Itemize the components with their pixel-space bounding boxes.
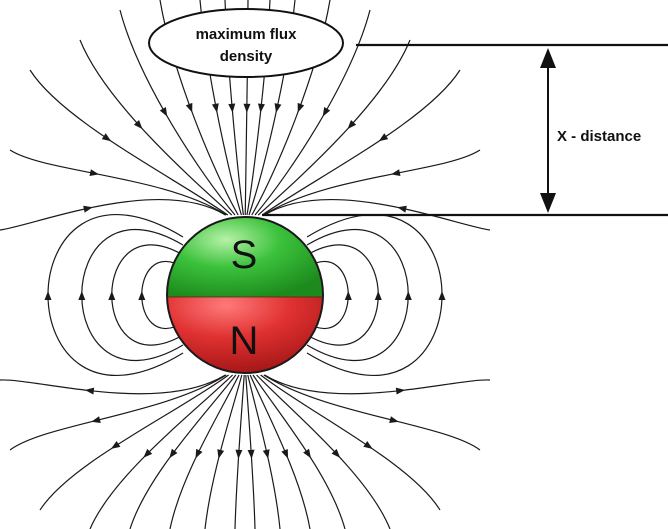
field-line-bottom-7-arrow bbox=[169, 448, 178, 459]
field-line-top-4-arrow bbox=[185, 102, 193, 113]
field-loop-right-3-arrow bbox=[404, 291, 412, 300]
callout-line2: density bbox=[220, 48, 273, 65]
field-line-top-2-arrow bbox=[133, 120, 143, 130]
field-line-bottom-7 bbox=[129, 374, 237, 529]
field-line-top-15-arrow bbox=[390, 169, 401, 177]
field-line-top-7-arrow bbox=[243, 103, 251, 113]
field-line-top-3 bbox=[119, 9, 236, 216]
field-line-top-12 bbox=[257, 39, 411, 216]
field-line-bottom-15-arrow bbox=[331, 448, 341, 458]
field-line-top-14 bbox=[9, 149, 227, 216]
field-loop-left-2-arrow bbox=[108, 291, 116, 300]
field-line-top-13 bbox=[261, 69, 461, 216]
field-line-bottom-13 bbox=[249, 374, 311, 529]
field-line-bottom-4-arrow bbox=[389, 416, 399, 423]
field-line-bottom-11-arrow bbox=[247, 449, 255, 459]
field-line-bottom-5-arrow bbox=[110, 441, 121, 449]
field-line-top-16-arrow bbox=[83, 205, 93, 213]
field-line-top-8-arrow bbox=[257, 103, 265, 113]
field-line-top-17 bbox=[264, 199, 491, 231]
field-line-bottom-2-arrow bbox=[395, 387, 406, 395]
field-line-bottom-15 bbox=[256, 374, 391, 529]
north-pole-label: N bbox=[230, 319, 259, 363]
field-line-bottom-5 bbox=[39, 374, 229, 511]
field-line-bottom-8 bbox=[169, 374, 240, 529]
field-line-top-9-arrow bbox=[274, 103, 282, 113]
field-line-top-2 bbox=[79, 39, 233, 216]
field-line-bottom-6-arrow bbox=[143, 448, 153, 458]
field-line-bottom-13-arrow bbox=[281, 448, 289, 459]
field-line-top-17-arrow bbox=[397, 205, 407, 213]
magnet-outline bbox=[166, 216, 324, 374]
field-line-top-3-arrow bbox=[159, 107, 168, 117]
field-line-bottom-8-arrow bbox=[195, 448, 203, 459]
field-line-bottom-12-arrow bbox=[262, 449, 270, 459]
field-line-top-6-arrow bbox=[228, 103, 236, 113]
field-loop-left-4-arrow bbox=[44, 291, 52, 300]
field-line-bottom-11 bbox=[245, 374, 256, 529]
field-line-top-15 bbox=[263, 149, 481, 216]
distance-label: X - distance bbox=[557, 128, 641, 145]
field-loop-left-3-arrow bbox=[78, 291, 86, 300]
field-line-bottom-12 bbox=[247, 374, 281, 529]
field-line-bottom-14-arrow bbox=[303, 448, 311, 459]
callout-bubble bbox=[148, 8, 344, 78]
field-line-bottom-16 bbox=[260, 374, 441, 511]
field-line-top-11 bbox=[254, 9, 371, 216]
field-line-bottom-16-arrow bbox=[363, 440, 373, 449]
field-line-top-1 bbox=[29, 69, 229, 216]
field-line-bottom-9-arrow bbox=[217, 449, 225, 459]
field-line-bottom-10 bbox=[234, 374, 245, 529]
field-line-bottom-1-arrow bbox=[84, 387, 95, 395]
field-line-bottom-3-arrow bbox=[91, 416, 101, 423]
field-line-bottom-6 bbox=[89, 374, 234, 529]
field-loop-right-4-arrow bbox=[438, 291, 446, 300]
field-line-bottom-14 bbox=[252, 374, 346, 529]
distance-indicator: X - distance bbox=[262, 43, 668, 217]
field-line-top-1-arrow bbox=[101, 133, 112, 142]
field-lines bbox=[0, 0, 491, 529]
field-loop-right-4 bbox=[306, 213, 443, 377]
max-flux-callout: maximum flux density bbox=[148, 8, 344, 78]
magnet-sphere: S N bbox=[166, 216, 324, 374]
field-loop-right-1-arrow bbox=[344, 291, 352, 300]
field-loop-left-1-arrow bbox=[138, 291, 146, 300]
field-line-bottom-10-arrow bbox=[235, 449, 243, 459]
field-line-bottom-4 bbox=[263, 374, 481, 451]
field-line-top-13-arrow bbox=[378, 133, 389, 142]
field-line-top-14-arrow bbox=[89, 169, 100, 177]
field-line-top-12-arrow bbox=[347, 120, 357, 130]
field-line-top-11-arrow bbox=[322, 107, 331, 117]
field-line-bottom-9 bbox=[204, 374, 243, 529]
field-line-top-5-arrow bbox=[211, 103, 219, 113]
field-loop-left-4 bbox=[47, 213, 184, 377]
field-line-top-10-arrow bbox=[297, 102, 305, 113]
field-line-bottom-3 bbox=[9, 374, 227, 451]
field-loop-right-2-arrow bbox=[374, 291, 382, 300]
field-line-top-16 bbox=[0, 199, 226, 231]
field-line-bottom-1 bbox=[0, 374, 226, 395]
south-pole-label: S bbox=[231, 233, 258, 277]
callout-line1: maximum flux bbox=[196, 26, 298, 43]
field-line-bottom-2 bbox=[264, 374, 491, 395]
